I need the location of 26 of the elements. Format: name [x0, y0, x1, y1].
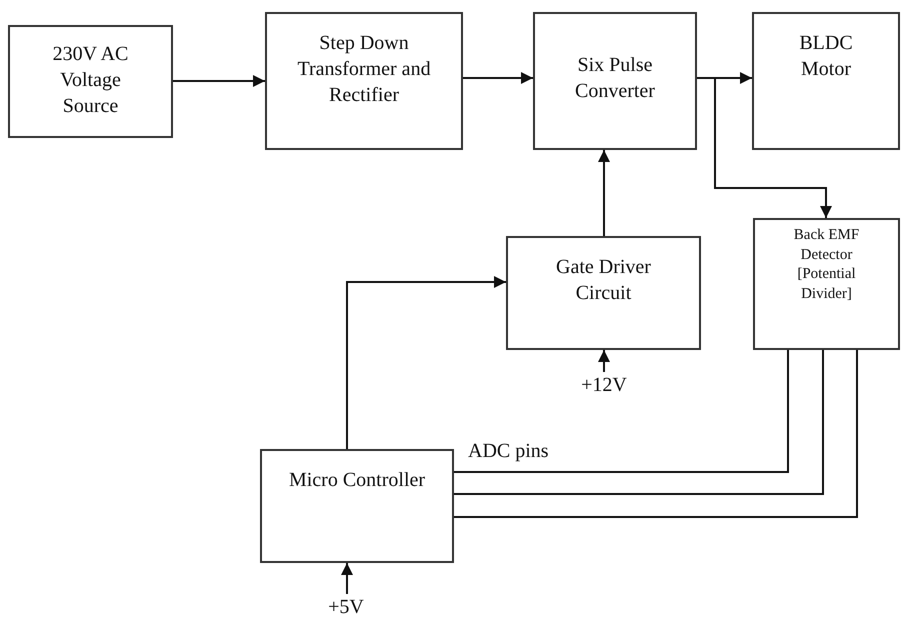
process-box [752, 12, 900, 150]
process-box [753, 218, 900, 350]
box-label: Back EMF Detector [Potential Divider] [792, 226, 860, 304]
connector-arrow [346, 276, 506, 449]
supply-label: +12V [581, 373, 627, 398]
connector-arrow [341, 563, 353, 594]
process-box [506, 236, 701, 350]
connector-line [454, 350, 824, 495]
box-label: 230V AC Voltage Source [52, 42, 130, 119]
connector-line [454, 350, 789, 473]
connector-line [454, 350, 858, 518]
box-label: Gate Driver Circuit [555, 255, 652, 306]
box-label: Six Pulse Converter [574, 53, 656, 104]
connector-arrow [598, 350, 610, 372]
connector-arrow [697, 77, 832, 218]
process-box [260, 449, 454, 563]
process-box [533, 12, 697, 150]
box-label: Step Down Transformer and Rectifier [296, 31, 432, 108]
box-label: Micro Controller [288, 468, 426, 493]
supply-label: +5V [328, 595, 364, 620]
process-box [8, 25, 173, 138]
process-box [265, 12, 463, 150]
box-label: BLDC Motor [798, 31, 854, 82]
connector-arrow [598, 150, 610, 236]
connector-arrow [173, 75, 265, 87]
connector-arrow [463, 72, 533, 84]
